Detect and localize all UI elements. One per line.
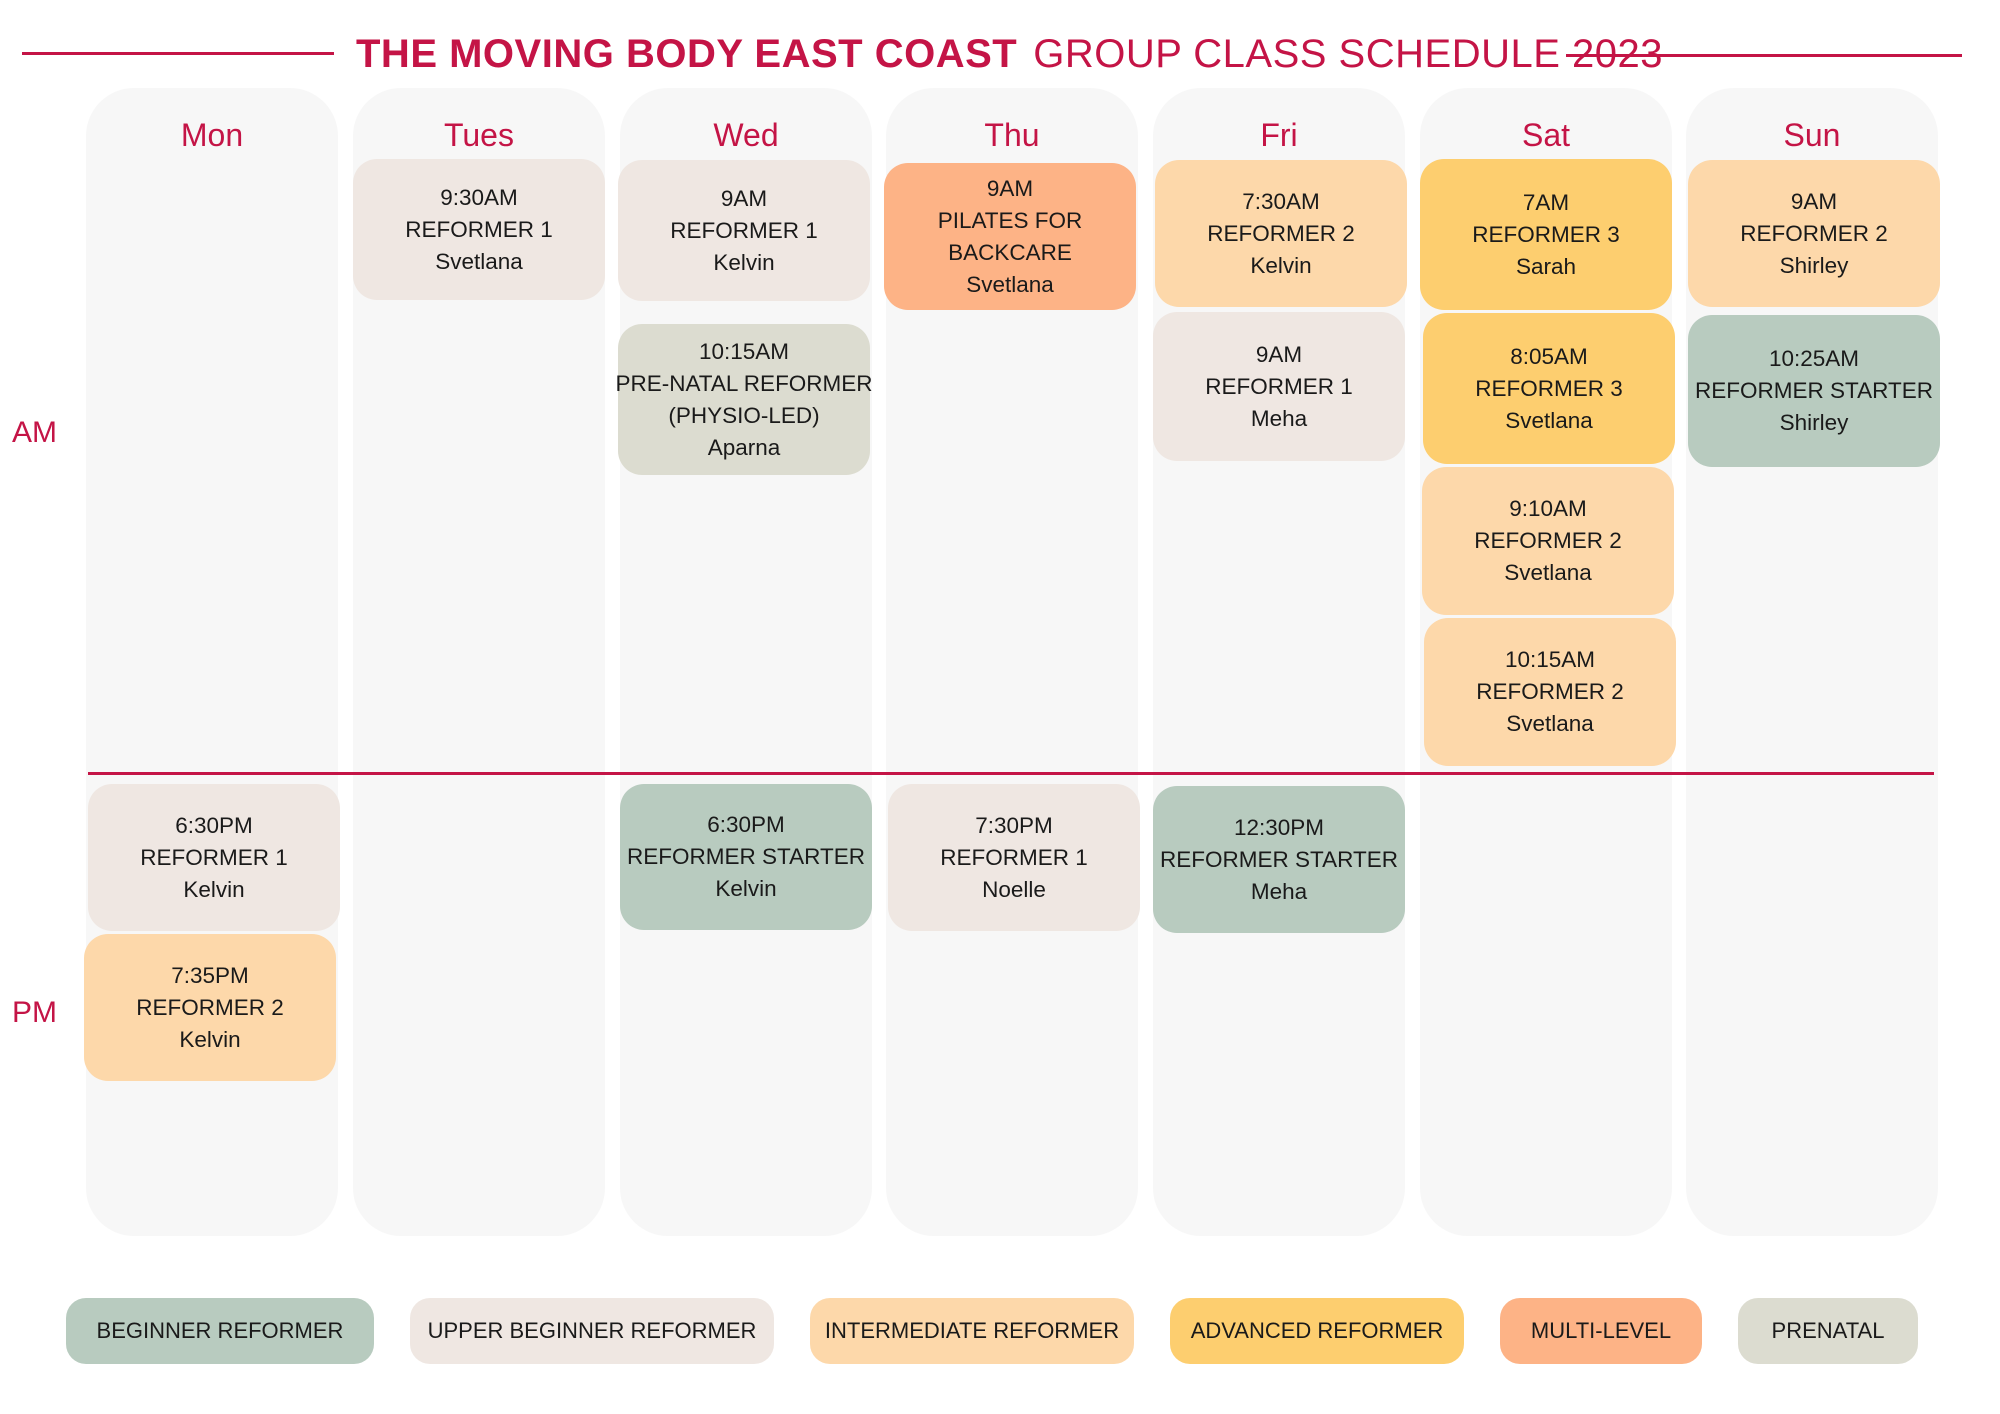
class-name: REFORMER 1 bbox=[940, 844, 1088, 870]
class-time: 9AM bbox=[1790, 188, 1838, 214]
class-card[interactable]: 6:30PM REFORMER STARTER Kelvin bbox=[620, 784, 872, 930]
class-card[interactable]: 9AM REFORMER 1 Meha bbox=[1153, 312, 1405, 461]
class-name: REFORMER 2 bbox=[1474, 528, 1622, 553]
class-name: REFORMER 1 bbox=[140, 844, 288, 870]
class-time: 10:15AM bbox=[1504, 647, 1596, 672]
class-card[interactable]: 7:30PM REFORMER 1 Noelle bbox=[888, 784, 1140, 931]
day-header-tue: Tues bbox=[444, 117, 514, 153]
legend-beginner-reformer: BEGINNER REFORMER bbox=[66, 1298, 374, 1364]
class-name: PRE-NATAL REFORMER bbox=[615, 370, 873, 396]
class-instructor: Sarah bbox=[1515, 253, 1577, 279]
class-card[interactable]: 7AM REFORMER 3 Sarah bbox=[1420, 159, 1672, 310]
class-name-line2: BACKCARE bbox=[948, 239, 1072, 265]
class-time: 7AM bbox=[1522, 189, 1570, 215]
day-header-sun: Sun bbox=[1783, 117, 1841, 153]
legend-multi-level: MULTI-LEVEL bbox=[1500, 1298, 1702, 1364]
class-card[interactable]: 9AM REFORMER 1 Kelvin bbox=[618, 160, 870, 301]
class-instructor: Kelvin bbox=[713, 249, 775, 275]
class-name: REFORMER 2 bbox=[1740, 220, 1888, 246]
day-header-mon: Mon bbox=[180, 117, 244, 153]
header: THE MOVING BODY EAST COAST GROUP CLASS SC… bbox=[0, 18, 2000, 86]
page-title: THE MOVING BODY EAST COAST GROUP CLASS SC… bbox=[356, 24, 1663, 84]
class-card[interactable]: 10:25AM REFORMER STARTER Shirley bbox=[1688, 315, 1940, 467]
class-name: REFORMER 3 bbox=[1475, 375, 1623, 401]
class-instructor: Shirley bbox=[1779, 410, 1849, 435]
class-instructor: Noelle bbox=[982, 876, 1046, 902]
class-time: 7:35PM bbox=[171, 962, 249, 988]
class-name: REFORMER STARTER bbox=[1160, 846, 1398, 872]
class-instructor: Meha bbox=[1250, 878, 1308, 904]
class-name-line2: (PHYSIO-LED) bbox=[668, 402, 820, 428]
class-time: 7:30PM bbox=[975, 812, 1053, 838]
header-rule-left bbox=[22, 52, 334, 55]
period-label-am: AM bbox=[12, 416, 57, 449]
day-header-fri: Fri bbox=[1260, 117, 1298, 153]
legend-advanced-reformer: ADVANCED REFORMER bbox=[1170, 1298, 1464, 1364]
class-instructor: Meha bbox=[1250, 405, 1308, 431]
class-instructor: Kelvin bbox=[183, 876, 245, 902]
class-card[interactable]: 9:10AM REFORMER 2 Svetlana bbox=[1422, 467, 1674, 615]
class-time: 9:10AM bbox=[1509, 496, 1587, 521]
day-header-thu: Thu bbox=[984, 117, 1040, 153]
class-name: REFORMER 2 bbox=[1476, 679, 1624, 704]
class-card[interactable]: 9AM REFORMER 2 Shirley bbox=[1688, 160, 1940, 307]
day-header-wed: Wed bbox=[713, 117, 779, 153]
header-rule-right bbox=[1566, 54, 1962, 57]
class-name: PILATES FOR bbox=[937, 207, 1083, 233]
class-card[interactable]: 9AM PILATES FOR BACKCARE Svetlana bbox=[884, 163, 1136, 310]
class-name: REFORMER 2 bbox=[136, 994, 284, 1020]
schedule-subtitle: GROUP CLASS SCHEDULE 2023 bbox=[1033, 32, 1663, 76]
class-instructor: Kelvin bbox=[715, 876, 777, 901]
class-name: REFORMER 1 bbox=[670, 217, 818, 243]
class-card[interactable]: 9:30AM REFORMER 1 Svetlana bbox=[353, 159, 605, 300]
class-card[interactable]: 6:30PM REFORMER 1 Kelvin bbox=[88, 784, 340, 931]
legend-intermediate-reformer: INTERMEDIATE REFORMER bbox=[810, 1298, 1134, 1364]
class-name: REFORMER STARTER bbox=[1695, 378, 1933, 403]
class-card[interactable]: 10:15AM PRE-NATAL REFORMER (PHYSIO-LED) … bbox=[615, 324, 873, 475]
day-header-sat: Sat bbox=[1521, 117, 1571, 153]
class-time: 9AM bbox=[986, 175, 1034, 201]
class-instructor: Kelvin bbox=[179, 1026, 241, 1052]
class-card[interactable]: 10:15AM REFORMER 2 Svetlana bbox=[1424, 618, 1676, 766]
class-name: REFORMER 1 bbox=[405, 216, 553, 242]
class-card[interactable]: 12:30PM REFORMER STARTER Meha bbox=[1153, 786, 1405, 933]
class-time: 12:30PM bbox=[1233, 814, 1325, 840]
legend-upper-beginner-reformer: UPPER BEGINNER REFORMER bbox=[410, 1298, 774, 1364]
class-time: 7:30AM bbox=[1242, 188, 1320, 214]
period-label-pm: PM bbox=[12, 996, 57, 1029]
am-pm-divider bbox=[88, 772, 1934, 775]
class-instructor: Svetlana bbox=[1505, 407, 1593, 433]
class-time: 9:30AM bbox=[440, 184, 518, 210]
class-card[interactable]: 7:35PM REFORMER 2 Kelvin bbox=[84, 934, 336, 1081]
class-time: 10:25AM bbox=[1768, 346, 1860, 371]
class-time: 6:30PM bbox=[175, 812, 253, 838]
class-name: REFORMER 2 bbox=[1207, 220, 1355, 246]
class-name: REFORMER 1 bbox=[1205, 373, 1353, 399]
class-instructor: Svetlana bbox=[435, 248, 523, 274]
class-instructor: Svetlana bbox=[1504, 560, 1592, 585]
brand-name: THE MOVING BODY EAST COAST bbox=[356, 32, 1018, 76]
class-name: REFORMER 3 bbox=[1472, 221, 1620, 247]
class-card[interactable]: 7:30AM REFORMER 2 Kelvin bbox=[1155, 160, 1407, 307]
legend-prenatal: PRENATAL bbox=[1738, 1298, 1918, 1364]
class-time: 9AM bbox=[720, 185, 768, 211]
class-instructor: Shirley bbox=[1779, 252, 1849, 278]
class-time: 9AM bbox=[1255, 341, 1303, 367]
class-card[interactable]: 8:05AM REFORMER 3 Svetlana bbox=[1423, 313, 1675, 464]
class-instructor: Svetlana bbox=[1506, 711, 1594, 736]
class-instructor: Kelvin bbox=[1250, 252, 1312, 278]
class-name: REFORMER STARTER bbox=[627, 844, 865, 869]
class-time: 8:05AM bbox=[1510, 343, 1588, 369]
class-instructor: Aparna bbox=[707, 434, 781, 460]
class-instructor: Svetlana bbox=[966, 271, 1054, 297]
class-time: 10:15AM bbox=[698, 338, 790, 364]
class-time: 6:30PM bbox=[707, 812, 785, 837]
